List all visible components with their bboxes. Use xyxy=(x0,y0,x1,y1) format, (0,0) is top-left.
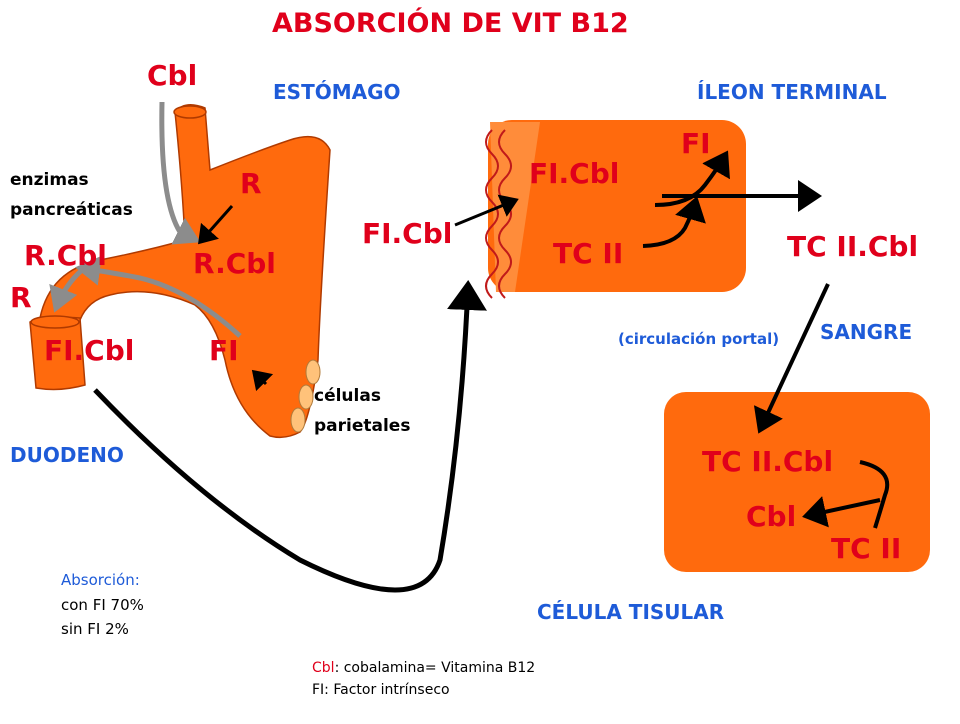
ficbl-incoming-label: FI.Cbl xyxy=(362,217,453,250)
tc2-cell-label: TC II xyxy=(831,532,902,565)
fi-stomach-label: FI xyxy=(209,334,239,367)
ileum-box xyxy=(488,120,746,292)
legend-cbl-desc: : cobalamina= Vitamina B12 xyxy=(334,660,536,676)
cbl-freed-arrow xyxy=(802,496,881,528)
parietal-cell xyxy=(305,359,321,385)
ileum-label: ÍLEON TERMINAL xyxy=(697,80,887,104)
r-degradation-arrow xyxy=(49,268,84,313)
parietal-cell xyxy=(298,384,314,410)
tissue-cell-label: CÉLULA TISULAR xyxy=(537,600,725,624)
tc2-binding-arrow xyxy=(642,196,706,248)
blood-label: SANGRE xyxy=(820,320,913,344)
parietal-cell xyxy=(290,407,306,433)
legend-fi-line: FI: Factor intrínseco xyxy=(312,682,450,698)
diagram-title: ABSORCIÓN DE VIT B12 xyxy=(272,8,629,39)
fi-ileum-label: FI xyxy=(681,127,711,160)
absorption-title: Absorción: xyxy=(61,571,140,589)
r-duodenum-label: R xyxy=(10,281,32,314)
absorption-without-fi: sin FI 2% xyxy=(61,620,129,638)
rcbl-stomach-label: R.Cbl xyxy=(193,247,276,280)
ficbl-ileum-label: FI.Cbl xyxy=(529,157,620,190)
duodenum-opening xyxy=(30,315,80,329)
duodenum-label: DUODENO xyxy=(10,443,124,467)
esophagus-opening xyxy=(173,105,207,119)
fi-secretion-arrow xyxy=(251,369,274,392)
tc2cbl-blood-label: TC II.Cbl xyxy=(787,230,919,263)
rcbl-to-duodenum-arrow xyxy=(75,255,242,338)
cbl-entry-arrow xyxy=(159,101,201,245)
rcbl-duodenum-label: R.Cbl xyxy=(24,239,107,272)
absorption-with-fi: con FI 70% xyxy=(61,596,144,614)
r-binding-arrow xyxy=(198,205,234,245)
r-protein-label: R xyxy=(240,167,262,200)
portal-circulation-label: (circulación portal) xyxy=(618,330,780,348)
legend-cbl-key: Cbl xyxy=(312,660,335,676)
cbl-cell-label: Cbl xyxy=(746,500,797,533)
parietal-label-line2: parietales xyxy=(314,416,411,436)
tc2-ileum-label: TC II xyxy=(553,237,624,270)
fi-release-arrow xyxy=(654,150,730,207)
ficbl-duodenum-label: FI.Cbl xyxy=(44,334,135,367)
parietal-label-line1: células xyxy=(314,386,381,406)
ficbl-uptake-arrow xyxy=(454,194,519,227)
duodenum-to-ileum-arrow xyxy=(93,280,487,593)
cell-release-arrow xyxy=(859,460,890,529)
legend-cbl-line: Cbl: cobalamina= Vitamina B12 xyxy=(312,661,535,675)
stomach-label: ESTÓMAGO xyxy=(273,80,401,104)
enzymes-label-line1: enzimas xyxy=(10,170,89,190)
blood-to-cell-arrow xyxy=(753,283,830,434)
cbl-label: Cbl xyxy=(147,59,198,92)
tissue-cell-box xyxy=(664,392,930,572)
tc2cbl-cell-label: TC II.Cbl xyxy=(702,445,834,478)
enzymes-label-line2: pancreáticas xyxy=(10,200,133,220)
